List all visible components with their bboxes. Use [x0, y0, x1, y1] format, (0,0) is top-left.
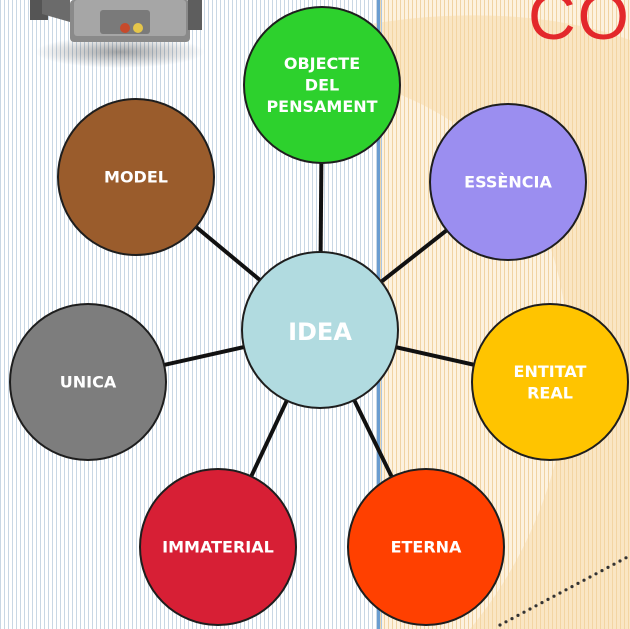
node-model: MODEL [57, 98, 215, 256]
node-entitat-real: ENTITAT REAL [471, 303, 629, 461]
dot [600, 569, 604, 573]
camera-icon [30, 0, 205, 68]
node-objecte-del-pensament-label: OBJECTE DEL PENSAMENT [266, 54, 377, 116]
node-entitat-real-label-line: ENTITAT [514, 362, 587, 381]
title-fragment: CO [528, 0, 630, 53]
dot [612, 562, 616, 566]
node-model-label-line: MODEL [104, 168, 168, 187]
dot [576, 581, 580, 586]
dot [510, 617, 514, 621]
dot [594, 572, 598, 576]
node-entitat-real-label-line: REAL [527, 383, 573, 402]
dot [570, 585, 574, 589]
node-model-circle [57, 98, 215, 256]
node-objecte-del-pensament-label-line: OBJECTE [284, 54, 360, 73]
dot [534, 604, 538, 608]
node-unica-label-line: UNICA [60, 373, 117, 392]
dot [546, 597, 550, 602]
node-essencia-label: ESSÈNCIA [464, 173, 552, 192]
dotted-line-decoration [498, 556, 628, 627]
node-objecte-del-pensament-circle [243, 6, 401, 164]
dot [564, 588, 568, 592]
node-unica-circle [9, 303, 167, 461]
node-eterna-circle [347, 468, 505, 626]
node-entitat-real-circle [471, 303, 629, 461]
node-eterna-label-line: ETERNA [391, 538, 462, 557]
node-immaterial: IMMATERIAL [139, 468, 297, 626]
center-node: IDEA [241, 251, 399, 409]
dot [540, 601, 544, 605]
dot [498, 623, 502, 627]
node-essencia: ESSÈNCIA [429, 103, 587, 261]
dot [516, 613, 520, 618]
dot [528, 607, 532, 611]
dot [618, 559, 622, 563]
dot [582, 578, 586, 582]
node-essencia-circle [429, 103, 587, 261]
center-node-circle [241, 251, 399, 409]
node-model-label: MODEL [104, 168, 168, 187]
dot [588, 575, 592, 579]
node-objecte-del-pensament-label-line: PENSAMENT [266, 97, 377, 116]
node-unica: UNICA [9, 303, 167, 461]
node-entitat-real-label: ENTITAT REAL [514, 362, 587, 403]
dot [558, 591, 562, 595]
diagram-nodes: OBJECTE DEL PENSAMENT ESSÈNCIA ENTITAT REAL ET… [9, 6, 629, 626]
center-node-label: IDEA [288, 318, 352, 346]
dot [522, 610, 526, 614]
node-unica-label: UNICA [60, 373, 117, 392]
node-objecte-del-pensament-label-line: DEL [305, 76, 339, 95]
node-essencia-label-line: ESSÈNCIA [464, 173, 552, 192]
dot [504, 620, 508, 624]
node-objecte-del-pensament: OBJECTE DEL PENSAMENT [243, 6, 401, 164]
dot [624, 556, 628, 560]
dot [552, 594, 556, 598]
node-immaterial-circle [139, 468, 297, 626]
node-immaterial-label-line: IMMATERIAL [162, 538, 274, 557]
node-eterna: ETERNA [347, 468, 505, 626]
node-immaterial-label: IMMATERIAL [162, 538, 274, 557]
node-eterna-label: ETERNA [391, 538, 462, 557]
dot [606, 565, 610, 570]
